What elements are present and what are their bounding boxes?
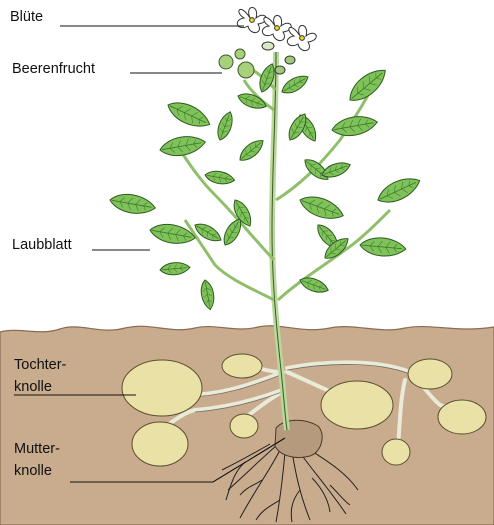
label-mutterknolle-line1: Mutter- [14, 440, 60, 459]
leaf-left-upper [158, 97, 266, 229]
tuber-small-mid [230, 414, 258, 438]
leaf-left-lower [108, 191, 245, 310]
berry [219, 55, 233, 69]
tuber-right-large [321, 381, 393, 429]
berry [238, 62, 254, 78]
tuber-right-top [408, 359, 452, 389]
tuber-right-small [382, 439, 410, 465]
side-stems [180, 66, 390, 300]
mother-tuber [275, 420, 322, 457]
label-beerenfrucht: Beerenfrucht [12, 60, 95, 79]
tuber-left-bottom [132, 422, 188, 466]
tuber-small-top [222, 354, 262, 378]
label-tochterknolle-line2: knolle [14, 378, 52, 397]
berries [219, 49, 254, 78]
flower [287, 26, 316, 51]
leaf-right-lower [297, 172, 424, 295]
tuber-left-large [122, 360, 202, 416]
flower [262, 16, 291, 41]
label-bluete: Blüte [10, 8, 43, 27]
flower [237, 8, 266, 33]
label-mutterknolle-line2: knolle [14, 462, 52, 481]
label-laubblatt: Laubblatt [12, 236, 72, 255]
label-tochterknolle-line1: Tochter- [14, 356, 66, 375]
tuber-right-edge [438, 400, 486, 434]
berry [235, 49, 245, 59]
